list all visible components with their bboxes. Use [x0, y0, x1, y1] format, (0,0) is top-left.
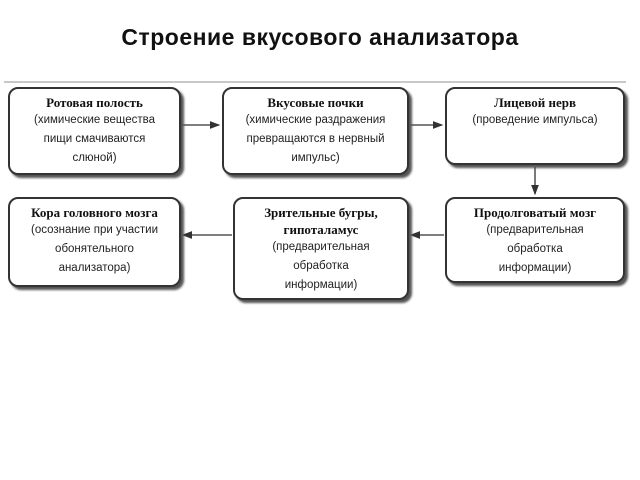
- box-heading: Продолговатый мозг: [473, 205, 597, 220]
- box-medulla: Продолговатый мозг (предварительная обра…: [445, 197, 625, 283]
- box-heading: Ротовая полость: [46, 95, 143, 110]
- box-heading: Лицевой нерв: [493, 95, 577, 110]
- box-facial-nerve: Лицевой нерв (проведение импульса): [445, 87, 625, 165]
- box-cortex: Кора головного мозга (осознание при учас…: [8, 197, 181, 287]
- box-taste-buds: Вкусовые почки (химические раздражения п…: [222, 87, 409, 175]
- box-thalamus: Зрительные бугры, гипоталамус (предварит…: [233, 197, 409, 300]
- slide-title: Строение вкусового анализатора: [121, 24, 519, 50]
- box-description: (предварительная обработка информации): [272, 241, 370, 291]
- box-description: (осознание при участии обонятельного ана…: [31, 224, 158, 274]
- box-description: (проведение импульса): [472, 114, 598, 126]
- box-description: (предварительная обработка информации): [486, 224, 584, 274]
- box-oral-cavity: Ротовая полость (химические вещества пищ…: [8, 87, 181, 175]
- box-description: (химические раздражения превращаются в н…: [245, 114, 386, 164]
- box-heading: Кора головного мозга: [31, 205, 158, 220]
- box-description: (химические вещества пищи смачиваются сл…: [33, 114, 155, 164]
- box-heading: Зрительные бугры, гипоталамус: [264, 205, 378, 237]
- divider: [4, 81, 626, 83]
- box-heading: Вкусовые почки: [267, 95, 364, 110]
